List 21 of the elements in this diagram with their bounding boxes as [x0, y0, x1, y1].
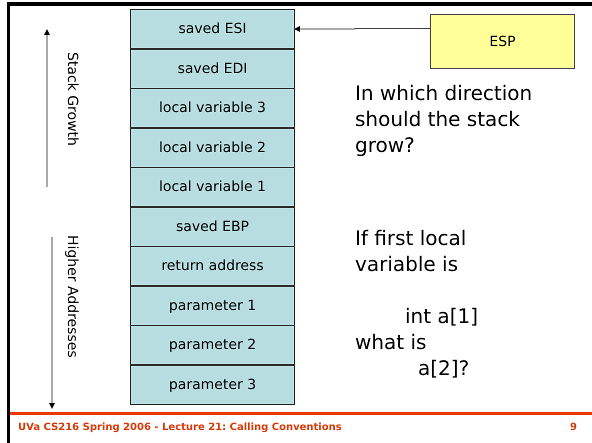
- stack-slot: return address: [130, 246, 295, 286]
- register-box: ESP: [430, 14, 575, 69]
- stack-slot: local variable 3: [130, 88, 295, 128]
- question-text: If first local variable is: [355, 225, 468, 277]
- footer-text: UVa CS216 Spring 2006 - Lecture 21: Calling Conventions: [18, 422, 342, 433]
- stack-slot: parameter 2: [130, 325, 295, 365]
- axis-label: Higher Addresses: [64, 235, 80, 358]
- axis-label: Stack Growth: [64, 52, 80, 146]
- stack-slot: saved ESI: [130, 9, 295, 49]
- stack-slot: parameter 3: [130, 364, 295, 404]
- question-text: what is: [355, 329, 426, 355]
- page-number: 9: [570, 422, 577, 433]
- arrow: [294, 26, 430, 32]
- code-text: a[2]?: [418, 355, 470, 381]
- code-text: int a[1]: [405, 303, 478, 329]
- question-text: In which direction should the stack grow?: [355, 80, 534, 158]
- stack-slot: saved EBP: [130, 206, 295, 246]
- stack-slot: saved EDI: [130, 48, 295, 88]
- stack-slot: local variable 2: [130, 128, 295, 168]
- stack-slot: parameter 1: [130, 286, 295, 326]
- stack-slot: local variable 1: [130, 167, 295, 207]
